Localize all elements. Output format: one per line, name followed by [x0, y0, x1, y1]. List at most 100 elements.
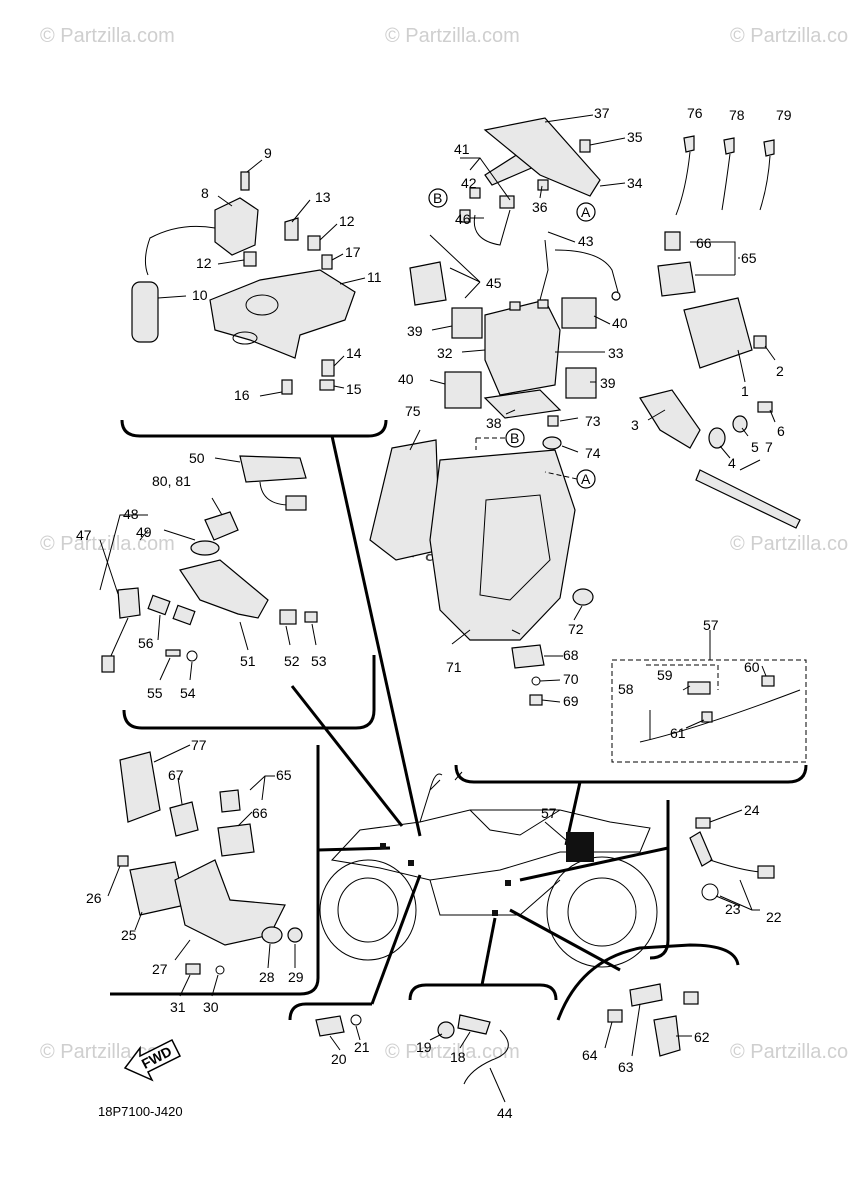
callout-14: 14	[346, 345, 362, 361]
callout-2: 2	[776, 363, 784, 379]
callout-43: 43	[578, 233, 594, 249]
cdi-group	[639, 231, 801, 529]
cable-ties	[675, 135, 775, 216]
callout-44: 44	[497, 1105, 513, 1121]
thermo-frame	[556, 943, 740, 1021]
callout-19: 19	[416, 1039, 432, 1055]
fuse-42	[469, 187, 481, 199]
callout-20: 20	[331, 1051, 347, 1067]
callout-28: 28	[259, 969, 275, 985]
holder-59	[687, 681, 711, 695]
bolt-46	[459, 209, 471, 223]
callout-25: 25	[121, 927, 137, 943]
connector-50	[285, 495, 307, 511]
damper-56a	[147, 594, 171, 616]
main-switch	[204, 511, 239, 541]
callout-47: 47	[76, 527, 92, 543]
relay-66b	[219, 789, 241, 813]
callout-65: 65	[276, 767, 292, 783]
neutral-switch-frame	[408, 983, 558, 1001]
relay-45	[409, 261, 447, 306]
collar-12b	[307, 235, 321, 251]
cdi-location	[566, 832, 594, 862]
nut-53	[304, 611, 318, 623]
fuse-61	[701, 711, 713, 723]
callout-76: 76	[687, 105, 703, 121]
coil-bracket	[209, 269, 356, 359]
watermark: © Partzilla.com	[40, 25, 175, 47]
switch-47	[117, 587, 141, 619]
relay-65b	[217, 823, 255, 857]
grommet-14	[321, 359, 335, 377]
relay-67	[169, 801, 199, 837]
switch-group	[101, 455, 318, 673]
callout-64: 64	[582, 1047, 598, 1063]
plate-75	[369, 439, 441, 561]
callout-68: 68	[563, 647, 579, 663]
watermark: © Partzilla.com	[385, 25, 520, 47]
bolt-73	[547, 415, 559, 427]
callout-12: 12	[196, 255, 212, 271]
callout-74: 74	[585, 445, 601, 461]
nut-49	[190, 540, 220, 556]
callout-80-81: 80, 81	[152, 473, 191, 489]
callout-5: 5	[751, 439, 759, 455]
nut-29	[287, 927, 303, 943]
callout-7: 7	[765, 439, 773, 455]
callout-31: 31	[170, 999, 186, 1015]
harness-subbox-inner	[646, 664, 719, 690]
switch-group-frame	[122, 655, 376, 730]
clip-68	[511, 644, 545, 669]
regulator-group	[117, 751, 303, 975]
callout-73: 73	[585, 413, 601, 429]
bolt-55	[165, 649, 181, 657]
grommet-4	[708, 427, 726, 449]
atv-illustration	[319, 771, 658, 968]
reference-markers: A B B A	[428, 188, 596, 489]
sensor-62	[653, 1015, 681, 1057]
harness-group	[639, 675, 801, 743]
gasket-19	[437, 1021, 455, 1039]
callout-11: 11	[367, 269, 382, 285]
switch-18	[457, 1014, 491, 1035]
bolt-6	[757, 401, 773, 413]
band-7	[695, 469, 801, 529]
cover-60	[761, 675, 775, 687]
callout-78: 78	[729, 107, 745, 123]
cdi-unit-1	[683, 297, 753, 369]
callout-67: 67	[168, 767, 184, 783]
callout-39: 39	[407, 323, 423, 339]
callout-52: 52	[284, 653, 300, 669]
callout-35: 35	[627, 129, 643, 145]
marker-b-2: B	[510, 430, 519, 446]
washer-30	[215, 965, 225, 975]
callout-57: 57	[703, 617, 719, 633]
callout-18: 18	[450, 1049, 466, 1065]
callout-8: 8	[201, 185, 209, 201]
watermark: © Partzilla.com	[730, 1041, 848, 1063]
callout-79: 79	[776, 107, 792, 123]
collar-15	[319, 379, 335, 391]
callout-17: 17	[345, 244, 361, 260]
callout-33: 33	[608, 345, 624, 361]
callout-66: 66	[696, 235, 712, 251]
callout-40: 40	[612, 315, 628, 331]
callout-50: 50	[189, 450, 205, 466]
callout-75: 75	[405, 403, 421, 419]
watermark: © Partzilla.com	[40, 533, 175, 555]
battery-32	[484, 299, 561, 396]
watermark: © Partzilla.com	[385, 1041, 520, 1063]
callout-42: 42	[461, 175, 477, 191]
speed-sensor-frame	[288, 1002, 372, 1021]
callout-69: 69	[563, 693, 579, 709]
damper-72	[572, 588, 594, 606]
oring-21	[350, 1014, 362, 1026]
bracket-3	[639, 389, 701, 449]
washer-54	[186, 650, 198, 662]
callout-60: 60	[744, 659, 760, 675]
diagram-code: 18P7100-J420	[98, 1104, 183, 1119]
callout-27: 27	[152, 961, 168, 977]
oring-23	[701, 883, 719, 901]
callout-9: 9	[264, 145, 272, 161]
